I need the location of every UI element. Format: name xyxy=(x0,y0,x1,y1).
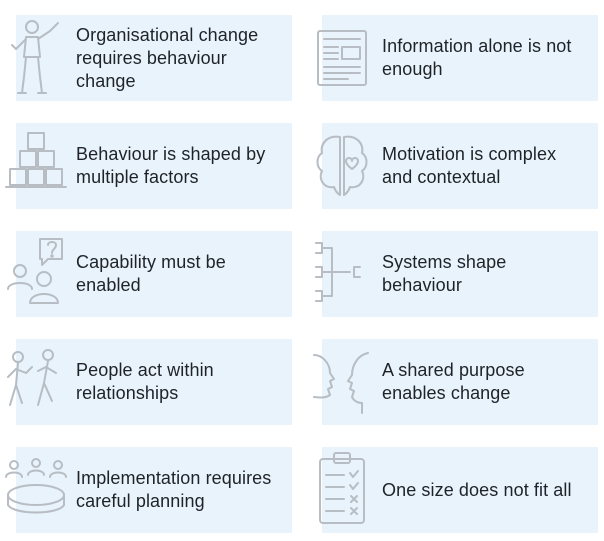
card-systems-shape: Systems shape behaviour xyxy=(315,231,598,317)
card-label: Implementation requires careful planning xyxy=(76,468,272,511)
mannequin-icon xyxy=(0,13,72,103)
card-label: Systems shape behaviour xyxy=(382,252,507,295)
card-label: A shared purpose enables change xyxy=(382,360,525,403)
facing-faces-icon xyxy=(306,337,378,427)
card-behaviour-shaped: Behaviour is shaped by multiple factors xyxy=(5,123,292,209)
card-organisational-change: Organisational change requires behaviour… xyxy=(11,15,292,101)
meeting-table-icon xyxy=(0,445,72,535)
card-shared-purpose: A shared purpose enables change xyxy=(313,339,598,425)
card-label: Capability must be enabled xyxy=(76,252,226,295)
system-diagram-icon xyxy=(306,229,378,319)
card-capability-enabled: Capability must be enabled xyxy=(7,231,292,317)
card-information-alone: Information alone is not enough xyxy=(317,15,598,101)
card-label: Motivation is complex and contextual xyxy=(382,144,557,187)
people-together-icon xyxy=(0,337,72,427)
card-label: Information alone is not enough xyxy=(382,36,572,79)
checklist-icon xyxy=(306,445,378,535)
card-label: Organisational change requires behaviour… xyxy=(76,24,259,91)
card-implementation-planning: Implementation requires careful planning xyxy=(5,447,292,533)
card-label: One size does not fit all xyxy=(382,479,572,500)
card-one-size: One size does not fit all xyxy=(319,447,598,533)
document-icon xyxy=(306,13,378,103)
card-people-relationships: People act within relationships xyxy=(7,339,292,425)
card-motivation-complex: Motivation is complex and contextual xyxy=(316,123,598,209)
card-label: Behaviour is shaped by multiple factors xyxy=(76,144,266,187)
person-question-icon xyxy=(0,229,72,319)
brain-heart-icon xyxy=(306,121,378,211)
stacked-blocks-icon xyxy=(0,121,72,211)
card-label: People act within relationships xyxy=(76,360,214,403)
